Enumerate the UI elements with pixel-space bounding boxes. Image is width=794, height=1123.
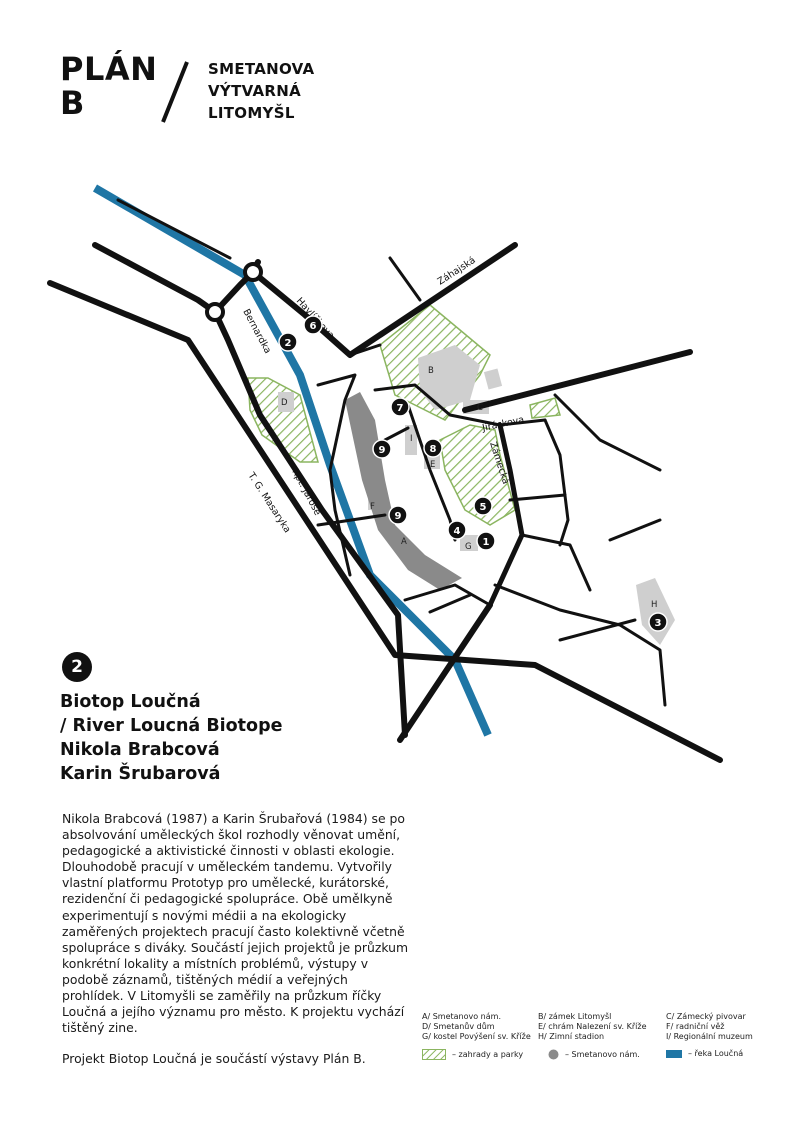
legend-entry: H/ Zimní stadion xyxy=(538,1032,605,1041)
marker-9-north: 9 xyxy=(372,439,392,459)
legend-entry: C/ Zámecký pivovar xyxy=(666,1012,746,1021)
legend-square-label: – Smetanovo nám. xyxy=(565,1049,640,1059)
place-label-h: H xyxy=(651,600,657,610)
garden-d xyxy=(247,377,319,463)
building-castle xyxy=(418,345,480,410)
legend-entry: I/ Regionální muzeum xyxy=(666,1032,753,1041)
building-castle-annex xyxy=(483,368,503,390)
svg-text:7: 7 xyxy=(397,403,404,414)
project-description: Nikola Brabcová (1987) a Karin Šrubařová… xyxy=(62,811,409,1036)
venue-markers: 1 2 3 4 5 6 7 8 9 9 xyxy=(278,315,668,632)
place-label-a: A xyxy=(401,537,407,547)
project-number-badge: 2 xyxy=(62,652,92,682)
marker-1: 1 xyxy=(476,531,496,551)
street-label-kpt-jarose: Kpt. Jaroše xyxy=(289,467,323,517)
roundabout-north xyxy=(243,262,263,282)
place-label-c: C xyxy=(477,403,483,413)
street-label-tg-masaryka: T. G. Masaryka xyxy=(245,470,293,535)
project-title-line-1: Biotop Loučná xyxy=(60,692,201,712)
place-letters: A B C D E F G H I xyxy=(281,366,657,610)
subtitle-line-3: LITOMYŠL xyxy=(208,104,295,122)
gardens-swatch-icon xyxy=(422,1049,446,1060)
svg-text:3: 3 xyxy=(655,618,662,629)
marker-5: 5 xyxy=(473,496,493,516)
svg-text:1: 1 xyxy=(483,537,490,548)
exhibition-subtitle: SMETANOVA VÝTVARNÁ LITOMYŠL xyxy=(208,58,314,124)
svg-text:5: 5 xyxy=(480,502,487,513)
legend-entry: F/ radniční věž xyxy=(666,1022,725,1031)
brand-line-1: PLÁN xyxy=(60,50,158,88)
project-title-block: Biotop Loučná / River Loucná Biotope Nik… xyxy=(60,690,420,786)
place-label-b: B xyxy=(428,366,434,376)
garden-c xyxy=(529,397,561,419)
marker-3: 3 xyxy=(648,612,668,632)
place-label-f: F xyxy=(370,502,375,512)
legend-entry: B/ zámek Litomyšl xyxy=(538,1012,612,1021)
svg-text:6: 6 xyxy=(310,321,317,332)
smetanovo-square xyxy=(345,392,462,590)
project-artist-1: Nikola Brabcová xyxy=(60,740,220,760)
legend-column-1: A/ Smetanovo nám. D/ Smetanův dům G/ kos… xyxy=(422,1012,531,1042)
building-i xyxy=(405,425,417,455)
legend-entry: E/ chrám Nalezení sv. Kříže xyxy=(538,1022,647,1031)
place-label-d: D xyxy=(281,398,288,408)
svg-text:9: 9 xyxy=(395,511,402,522)
brand-line-2: B xyxy=(60,84,85,122)
legend-entry: G/ kostel Povýšení sv. Kříže xyxy=(422,1032,531,1041)
header: PLÁN B SMETANOVA VÝTVARNÁ LITOMYŠL xyxy=(60,52,360,132)
project-note: Projekt Biotop Loučná je součástí výstav… xyxy=(62,1051,366,1066)
svg-text:2: 2 xyxy=(285,338,292,349)
svg-text:9: 9 xyxy=(379,445,386,456)
square-swatch-icon xyxy=(548,1049,559,1060)
building-stadium xyxy=(636,578,675,645)
legend-entry: A/ Smetanovo nám. xyxy=(422,1012,501,1021)
building-d xyxy=(278,392,294,412)
marker-7: 7 xyxy=(390,397,410,417)
brand-logo: PLÁN B xyxy=(60,52,157,120)
project-artist-2: Karin Šrubarová xyxy=(60,764,221,784)
legend-entry: D/ Smetanův dům xyxy=(422,1022,495,1031)
marker-4: 4 xyxy=(447,520,467,540)
legend-gardens: – zahrady a parky xyxy=(422,1049,523,1060)
building-g xyxy=(460,535,478,551)
marker-8: 8 xyxy=(423,438,443,458)
town-map: Záhajská Havlíčkova Bernardka Jiráskova … xyxy=(47,184,723,763)
marker-6: 6 xyxy=(303,315,323,335)
roundabout-west xyxy=(205,302,225,322)
slash-divider xyxy=(161,61,189,123)
subtitle-line-1: SMETANOVA xyxy=(208,60,315,78)
marker-9-south: 9 xyxy=(388,505,408,525)
svg-text:8: 8 xyxy=(430,444,437,455)
project-title-line-2: / River Loucná Biotope xyxy=(60,716,283,736)
place-label-i: I xyxy=(410,434,413,444)
legend-gardens-label: – zahrady a parky xyxy=(452,1049,524,1059)
marker-2: 2 xyxy=(278,332,298,352)
legend-column-2: B/ zámek Litomyšl E/ chrám Nalezení sv. … xyxy=(538,1012,647,1042)
legend-column-3: C/ Zámecký pivovar F/ radniční věž I/ Re… xyxy=(666,1012,753,1042)
roundabouts xyxy=(205,262,263,322)
project-number: 2 xyxy=(71,657,83,677)
place-label-g: G xyxy=(465,542,472,552)
place-label-e: E xyxy=(430,460,435,470)
legend-river-label: – řeka Loučná xyxy=(688,1049,744,1058)
river-swatch-icon xyxy=(666,1050,682,1058)
legend-river: – řeka Loučná xyxy=(666,1049,743,1059)
legend-square: – Smetanovo nám. xyxy=(548,1049,640,1060)
subtitle-line-2: VÝTVARNÁ xyxy=(208,82,302,100)
svg-text:4: 4 xyxy=(454,526,461,537)
